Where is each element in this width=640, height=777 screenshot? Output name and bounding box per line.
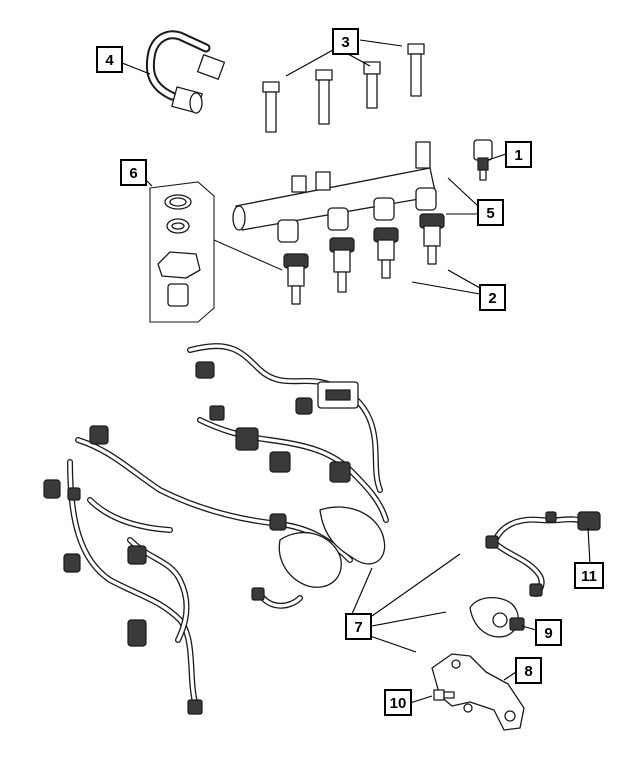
- engine-wiring-harness: [43, 343, 389, 715]
- harness-connector: [187, 699, 203, 715]
- leader-8: [503, 671, 517, 681]
- bolt: [262, 81, 280, 133]
- injector: [373, 227, 399, 279]
- harness-connector: [235, 427, 259, 451]
- callout-3: 3: [332, 28, 359, 55]
- bolt: [315, 69, 333, 125]
- harness-connector: [251, 587, 265, 601]
- injector: [329, 237, 355, 293]
- leader-4: [121, 62, 151, 75]
- callout-7: 7: [345, 613, 372, 640]
- bracket-part: [431, 653, 525, 731]
- injector: [283, 253, 309, 305]
- harness-connector: [209, 405, 225, 421]
- harness-connector: [269, 451, 291, 473]
- callout-3-label: 3: [341, 34, 349, 51]
- bolt: [363, 61, 381, 109]
- callout-10: 10: [384, 689, 412, 716]
- callout-4-label: 4: [105, 52, 114, 69]
- injector: [419, 213, 445, 265]
- harness-connector: [295, 397, 313, 415]
- small-bolt-part: [433, 689, 455, 701]
- rail-cup: [327, 207, 349, 231]
- leader-3b: [347, 53, 371, 67]
- callout-4: 4: [96, 46, 123, 73]
- harness-connector: [317, 381, 359, 409]
- leader-2b: [411, 281, 481, 295]
- callout-1-label: 1: [514, 147, 522, 164]
- callout-1: 1: [505, 141, 532, 168]
- actuator-part: [469, 597, 525, 638]
- leader-7b: [371, 553, 461, 617]
- callout-7-label: 7: [354, 619, 362, 636]
- bolts-part: [262, 43, 425, 133]
- callout-10-label: 10: [390, 695, 407, 712]
- callout-2: 2: [479, 284, 506, 311]
- callouts: 1 2 3 4 5 6 7 8: [96, 28, 604, 716]
- callout-9: 9: [535, 619, 562, 646]
- leader-10: [409, 695, 433, 704]
- callout-8-label: 8: [524, 663, 532, 680]
- leader-3a: [285, 49, 334, 77]
- harness-connector: [269, 513, 287, 531]
- callout-6-label: 6: [129, 165, 137, 182]
- seal-kit-part: [149, 181, 283, 323]
- harness-connector: [67, 487, 81, 501]
- pressure-sensor-part: [473, 139, 493, 181]
- harness-connector: [195, 361, 215, 379]
- callout-11: 11: [574, 562, 604, 589]
- leader-5a: [447, 177, 479, 207]
- injectors-part: [283, 213, 445, 305]
- rail-cup: [415, 187, 437, 211]
- callout-8: 8: [515, 657, 542, 684]
- harness-connector: [63, 553, 81, 573]
- bolt: [407, 43, 425, 97]
- callout-9-label: 9: [544, 625, 552, 642]
- leader-9: [521, 625, 537, 631]
- leader-7c: [371, 611, 447, 627]
- leader-1: [487, 153, 507, 161]
- fuel-rail-part: [232, 141, 437, 243]
- leader-7d: [369, 635, 417, 653]
- leader-lines: [121, 39, 591, 704]
- harness-connector: [127, 545, 147, 565]
- callout-11-label: 11: [581, 568, 597, 585]
- harness-connector: [329, 461, 351, 483]
- rail-cup: [373, 197, 395, 221]
- harness-connector: [43, 479, 61, 499]
- leader-2a: [447, 269, 481, 289]
- callout-2-label: 2: [488, 290, 496, 307]
- harness-connector: [127, 619, 147, 647]
- harness-connector: [89, 425, 109, 445]
- callout-5-label: 5: [486, 205, 494, 222]
- rail-cup: [277, 219, 299, 243]
- leader-3c: [359, 39, 403, 47]
- sensor-harness-part: [485, 511, 601, 597]
- callout-5: 5: [477, 199, 504, 226]
- leader-11: [587, 527, 591, 565]
- callout-6: 6: [120, 159, 147, 186]
- fuel-tube-part: [145, 30, 226, 114]
- leader-7a: [351, 567, 373, 615]
